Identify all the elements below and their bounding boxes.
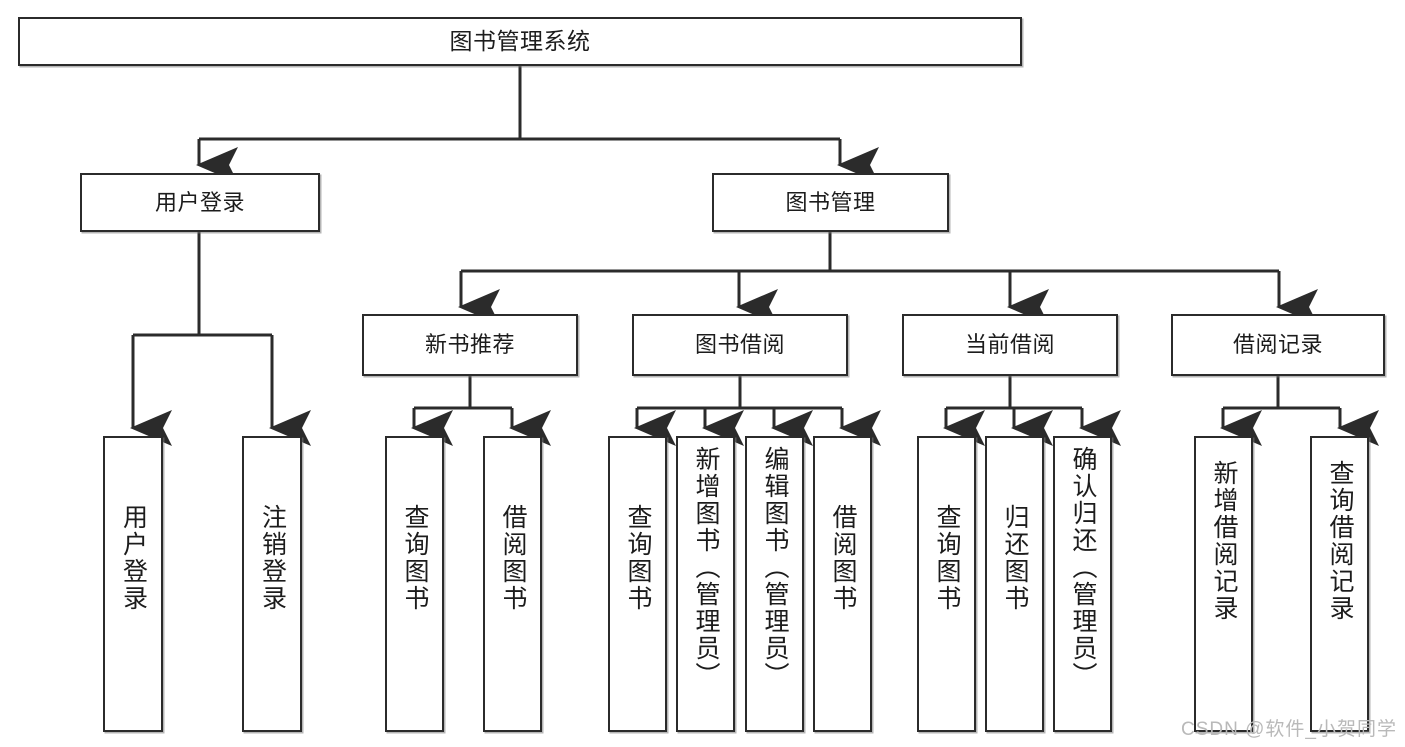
node-label: 借阅记录 [1232, 332, 1323, 358]
node-label: 查询图书 [401, 504, 429, 612]
leaf-user-login[interactable]: 用户登录 [103, 436, 163, 732]
leaf-add-book-admin[interactable]: 新增图书（管理员） [676, 436, 735, 732]
leaf-return-book[interactable]: 归还图书 [985, 436, 1044, 732]
node-label: 图书管理系统 [449, 27, 591, 54]
node-label: 查询图书 [933, 504, 961, 612]
leaf-logout[interactable]: 注销登录 [242, 436, 302, 732]
node-label: 图书借阅 [694, 332, 785, 358]
node-root-system[interactable]: 图书管理系统 [18, 17, 1022, 66]
leaf-query-book-recommend[interactable]: 查询图书 [385, 436, 444, 732]
leaf-borrow-book-recommend[interactable]: 借阅图书 [483, 436, 542, 732]
node-label: 借阅图书 [829, 504, 857, 612]
node-label: 借阅图书 [499, 504, 527, 612]
node-label: 用户登录 [119, 504, 148, 612]
node-label: 用户登录 [154, 189, 245, 215]
node-label: 新增图书（管理员） [692, 446, 720, 689]
leaf-add-borrow-record[interactable]: 新增借阅记录 [1194, 436, 1253, 732]
node-label: 新增借阅记录 [1210, 460, 1238, 622]
leaf-query-book-borrow[interactable]: 查询图书 [608, 436, 667, 732]
node-book-management[interactable]: 图书管理 [712, 173, 949, 232]
leaf-query-book-current[interactable]: 查询图书 [917, 436, 976, 732]
node-user-login[interactable]: 用户登录 [80, 173, 320, 232]
leaf-borrow-book[interactable]: 借阅图书 [813, 436, 872, 732]
node-label: 编辑图书（管理员） [761, 446, 789, 689]
node-label: 查询图书 [624, 504, 652, 612]
leaf-query-borrow-record[interactable]: 查询借阅记录 [1310, 436, 1369, 732]
leaf-confirm-return-admin[interactable]: 确认归还（管理员） [1053, 436, 1112, 732]
node-book-borrow[interactable]: 图书借阅 [632, 314, 848, 376]
node-label: 确认归还（管理员） [1069, 446, 1097, 689]
node-current-borrow[interactable]: 当前借阅 [902, 314, 1118, 376]
watermark-text: CSDN @软件_小贺同学 [1181, 719, 1397, 740]
node-label: 图书管理 [785, 189, 876, 215]
node-label: 注销登录 [258, 504, 287, 612]
node-borrow-record[interactable]: 借阅记录 [1171, 314, 1385, 376]
node-new-book-recommend[interactable]: 新书推荐 [362, 314, 578, 376]
node-label: 归还图书 [1001, 504, 1029, 612]
node-label: 新书推荐 [424, 332, 515, 358]
node-label: 查询借阅记录 [1326, 460, 1354, 622]
node-label: 当前借阅 [964, 332, 1055, 358]
leaf-edit-book-admin[interactable]: 编辑图书（管理员） [745, 436, 804, 732]
